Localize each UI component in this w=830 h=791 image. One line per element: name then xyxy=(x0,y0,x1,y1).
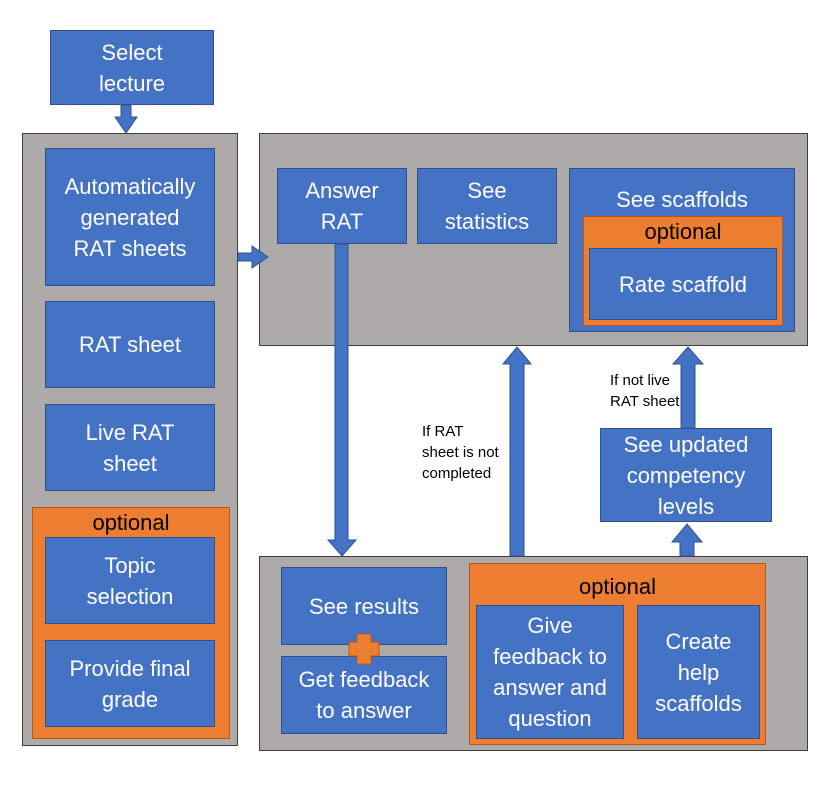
topic-selection-node: Topic selection xyxy=(45,537,215,624)
optional-label: optional xyxy=(578,574,657,599)
live-rat-sheet-node: Live RAT sheet xyxy=(45,404,215,491)
arrow-results-to-competency xyxy=(670,523,704,557)
arrow-answer-to-results xyxy=(326,243,358,557)
note-if-not-live: If not live RAT sheet xyxy=(610,372,680,410)
arrow-results-to-top xyxy=(501,346,533,557)
arrow-left-to-top xyxy=(237,245,269,269)
note-if-rat-not-completed: If RAT sheet is not completed xyxy=(422,423,499,482)
select-lecture-node: Select lecture xyxy=(50,30,214,105)
provide-final-grade-node: Provide final grade xyxy=(45,640,215,727)
auto-rat-sheets-node: Automatically generated RAT sheets xyxy=(45,148,215,286)
arrow-competency-to-top xyxy=(671,346,705,429)
plus-icon xyxy=(348,633,380,665)
rat-sheet-node: RAT sheet xyxy=(45,301,215,388)
create-help-scaffolds-node: Create help scaffolds xyxy=(637,605,760,739)
optional-label: optional xyxy=(644,219,722,244)
see-scaffolds-label: See scaffolds xyxy=(616,187,748,212)
see-statistics-node: See statistics xyxy=(417,168,557,244)
rate-scaffold-node: Rate scaffold xyxy=(589,248,777,320)
arrow-select-to-panel xyxy=(114,104,138,134)
get-feedback-node: Get feedback to answer xyxy=(281,656,447,734)
answer-rat-node: Answer RAT xyxy=(277,168,407,244)
give-feedback-node: Give feedback to answer and question xyxy=(476,605,624,739)
optional-label: optional xyxy=(92,510,170,535)
see-updated-competency-node: See updated competency levels xyxy=(600,428,772,522)
